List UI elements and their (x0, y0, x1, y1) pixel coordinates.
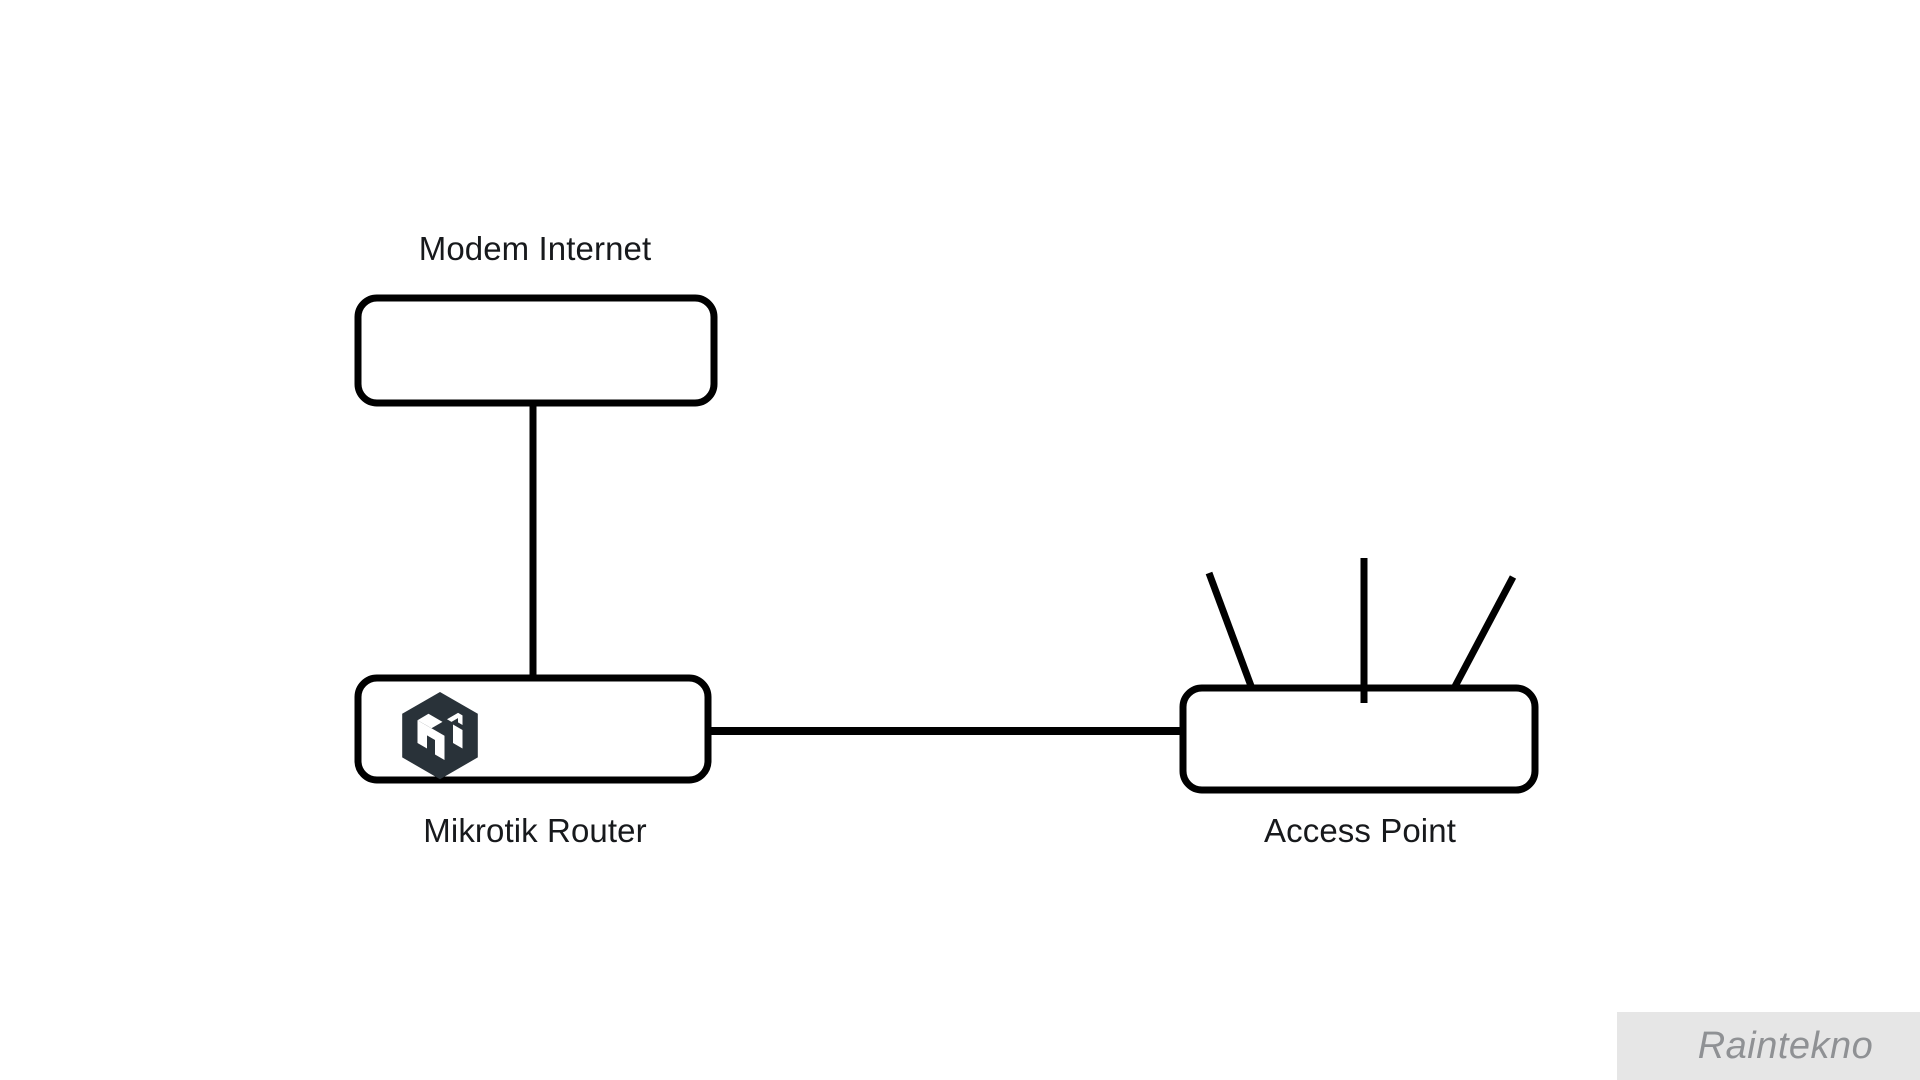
node-modem-internet[interactable] (354, 294, 718, 407)
antenna-right-icon (1447, 575, 1517, 696)
watermark-badge: Raintekno (1617, 1012, 1920, 1080)
antenna-left-icon (1205, 571, 1258, 696)
node-access-point[interactable] (1179, 684, 1539, 794)
node-label-access-point: Access Point (1264, 812, 1456, 849)
node-label-mikrotik-router: Mikrotik Router (423, 812, 647, 849)
mikrotik-logo-icon (402, 692, 478, 780)
watermark-text: Raintekno (1697, 1024, 1874, 1067)
node-label-modem-internet: Modem Internet (418, 230, 652, 267)
